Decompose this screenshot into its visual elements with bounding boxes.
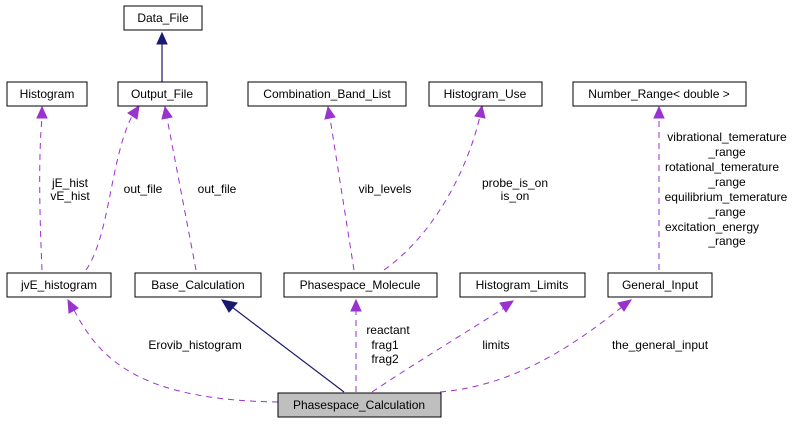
label-limits: limits [482, 338, 509, 352]
node-combination-band-list[interactable]: Combination_Band_List [247, 81, 407, 107]
label-excitation-energy: excitation_energy [665, 220, 759, 234]
edge-general-input-arrowhead [617, 299, 633, 312]
label-vibrational-range: _range [707, 145, 746, 159]
label-frag2: frag2 [371, 352, 399, 366]
node-data-file-label: Data_File [137, 11, 189, 25]
node-histogram-use-label: Histogram_Use [444, 87, 527, 101]
node-histogram-use[interactable]: Histogram_Use [428, 81, 543, 107]
edge-output-file-jve-arrowhead [127, 104, 140, 120]
node-histogram[interactable]: Histogram [6, 81, 88, 107]
edge-histogram-use-arrowhead [474, 104, 486, 119]
node-histogram-limits[interactable]: Histogram_Limits [459, 272, 586, 298]
node-general-input-label: General_Input [622, 278, 699, 292]
label-out-file-left: out_file [124, 182, 163, 196]
edge-histogram-to-jve [39, 117, 43, 271]
edge-output-file-to-jve [85, 115, 133, 271]
edge-data-file-arrowhead [156, 31, 168, 45]
label-rotational-range: _range [707, 175, 746, 189]
edge-combination-band-arrowhead [324, 105, 336, 120]
node-output-file-label: Output_File [131, 87, 193, 101]
label-ve-hist: vE_hist [50, 189, 90, 203]
node-phasespace-calculation[interactable]: Phasespace_Calculation [277, 392, 442, 418]
node-combination-band-list-label: Combination_Band_List [263, 87, 391, 101]
node-data-file[interactable]: Data_File [123, 5, 203, 31]
edge-output-file-base-arrowhead [161, 105, 173, 120]
edge-jve-to-calculation [73, 309, 279, 403]
node-base-calculation[interactable]: Base_Calculation [134, 272, 262, 298]
node-base-calculation-label: Base_Calculation [151, 278, 244, 292]
edge-jve-arrowhead [67, 298, 79, 314]
label-vibrational-temerature: vibrational_temerature [667, 130, 787, 144]
node-number-range-label: Number_Range< double > [588, 87, 729, 101]
label-je-hist: jE_hist [51, 176, 89, 190]
node-phasespace-calculation-label: Phasespace_Calculation [293, 398, 425, 412]
node-jve-histogram-label: jvE_histogram [20, 278, 97, 292]
edge-combination-band-to-molecule [329, 117, 355, 271]
edge-limits-arrowhead [499, 300, 515, 313]
node-general-input[interactable]: General_Input [607, 272, 713, 298]
node-output-file[interactable]: Output_File [117, 81, 208, 107]
edge-base-calculation-inheritance [231, 306, 345, 393]
node-phasespace-molecule-label: Phasespace_Molecule [300, 278, 421, 292]
node-phasespace-molecule[interactable]: Phasespace_Molecule [283, 272, 438, 298]
label-rotational-temerature: rotational_temerature [665, 160, 779, 174]
label-equilibrium-range: _range [707, 205, 746, 219]
edge-general-input-to-calculation [439, 306, 623, 393]
edge-base-calculation-arrowhead [221, 299, 238, 313]
label-vib-levels: vib_levels [359, 182, 412, 196]
node-histogram-limits-label: Histogram_Limits [476, 278, 569, 292]
node-jve-histogram[interactable]: jvE_histogram [6, 272, 112, 298]
label-erovib-histogram: Erovib_histogram [148, 338, 241, 352]
label-frag1: frag1 [371, 338, 399, 352]
label-the-general-input: the_general_input [612, 338, 709, 352]
node-number-range[interactable]: Number_Range< double > [572, 81, 747, 107]
edge-output-file-to-base [166, 117, 197, 271]
label-reactant: reactant [366, 323, 410, 337]
label-probe-is-on: probe_is_on [482, 176, 548, 190]
node-histogram-label: Histogram [20, 87, 75, 101]
edge-histogram-use-to-molecule [383, 115, 481, 271]
label-excitation-range: _range [707, 234, 746, 248]
label-out-file-right: out_file [198, 182, 237, 196]
label-equilibrium-temerature: equilibrium_temerature [665, 190, 788, 204]
edge-molecule-arrowhead [350, 298, 362, 312]
edge-histogram-arrowhead [36, 105, 48, 119]
label-is-on: is_on [501, 189, 530, 203]
edge-number-range-arrowhead [653, 105, 665, 119]
